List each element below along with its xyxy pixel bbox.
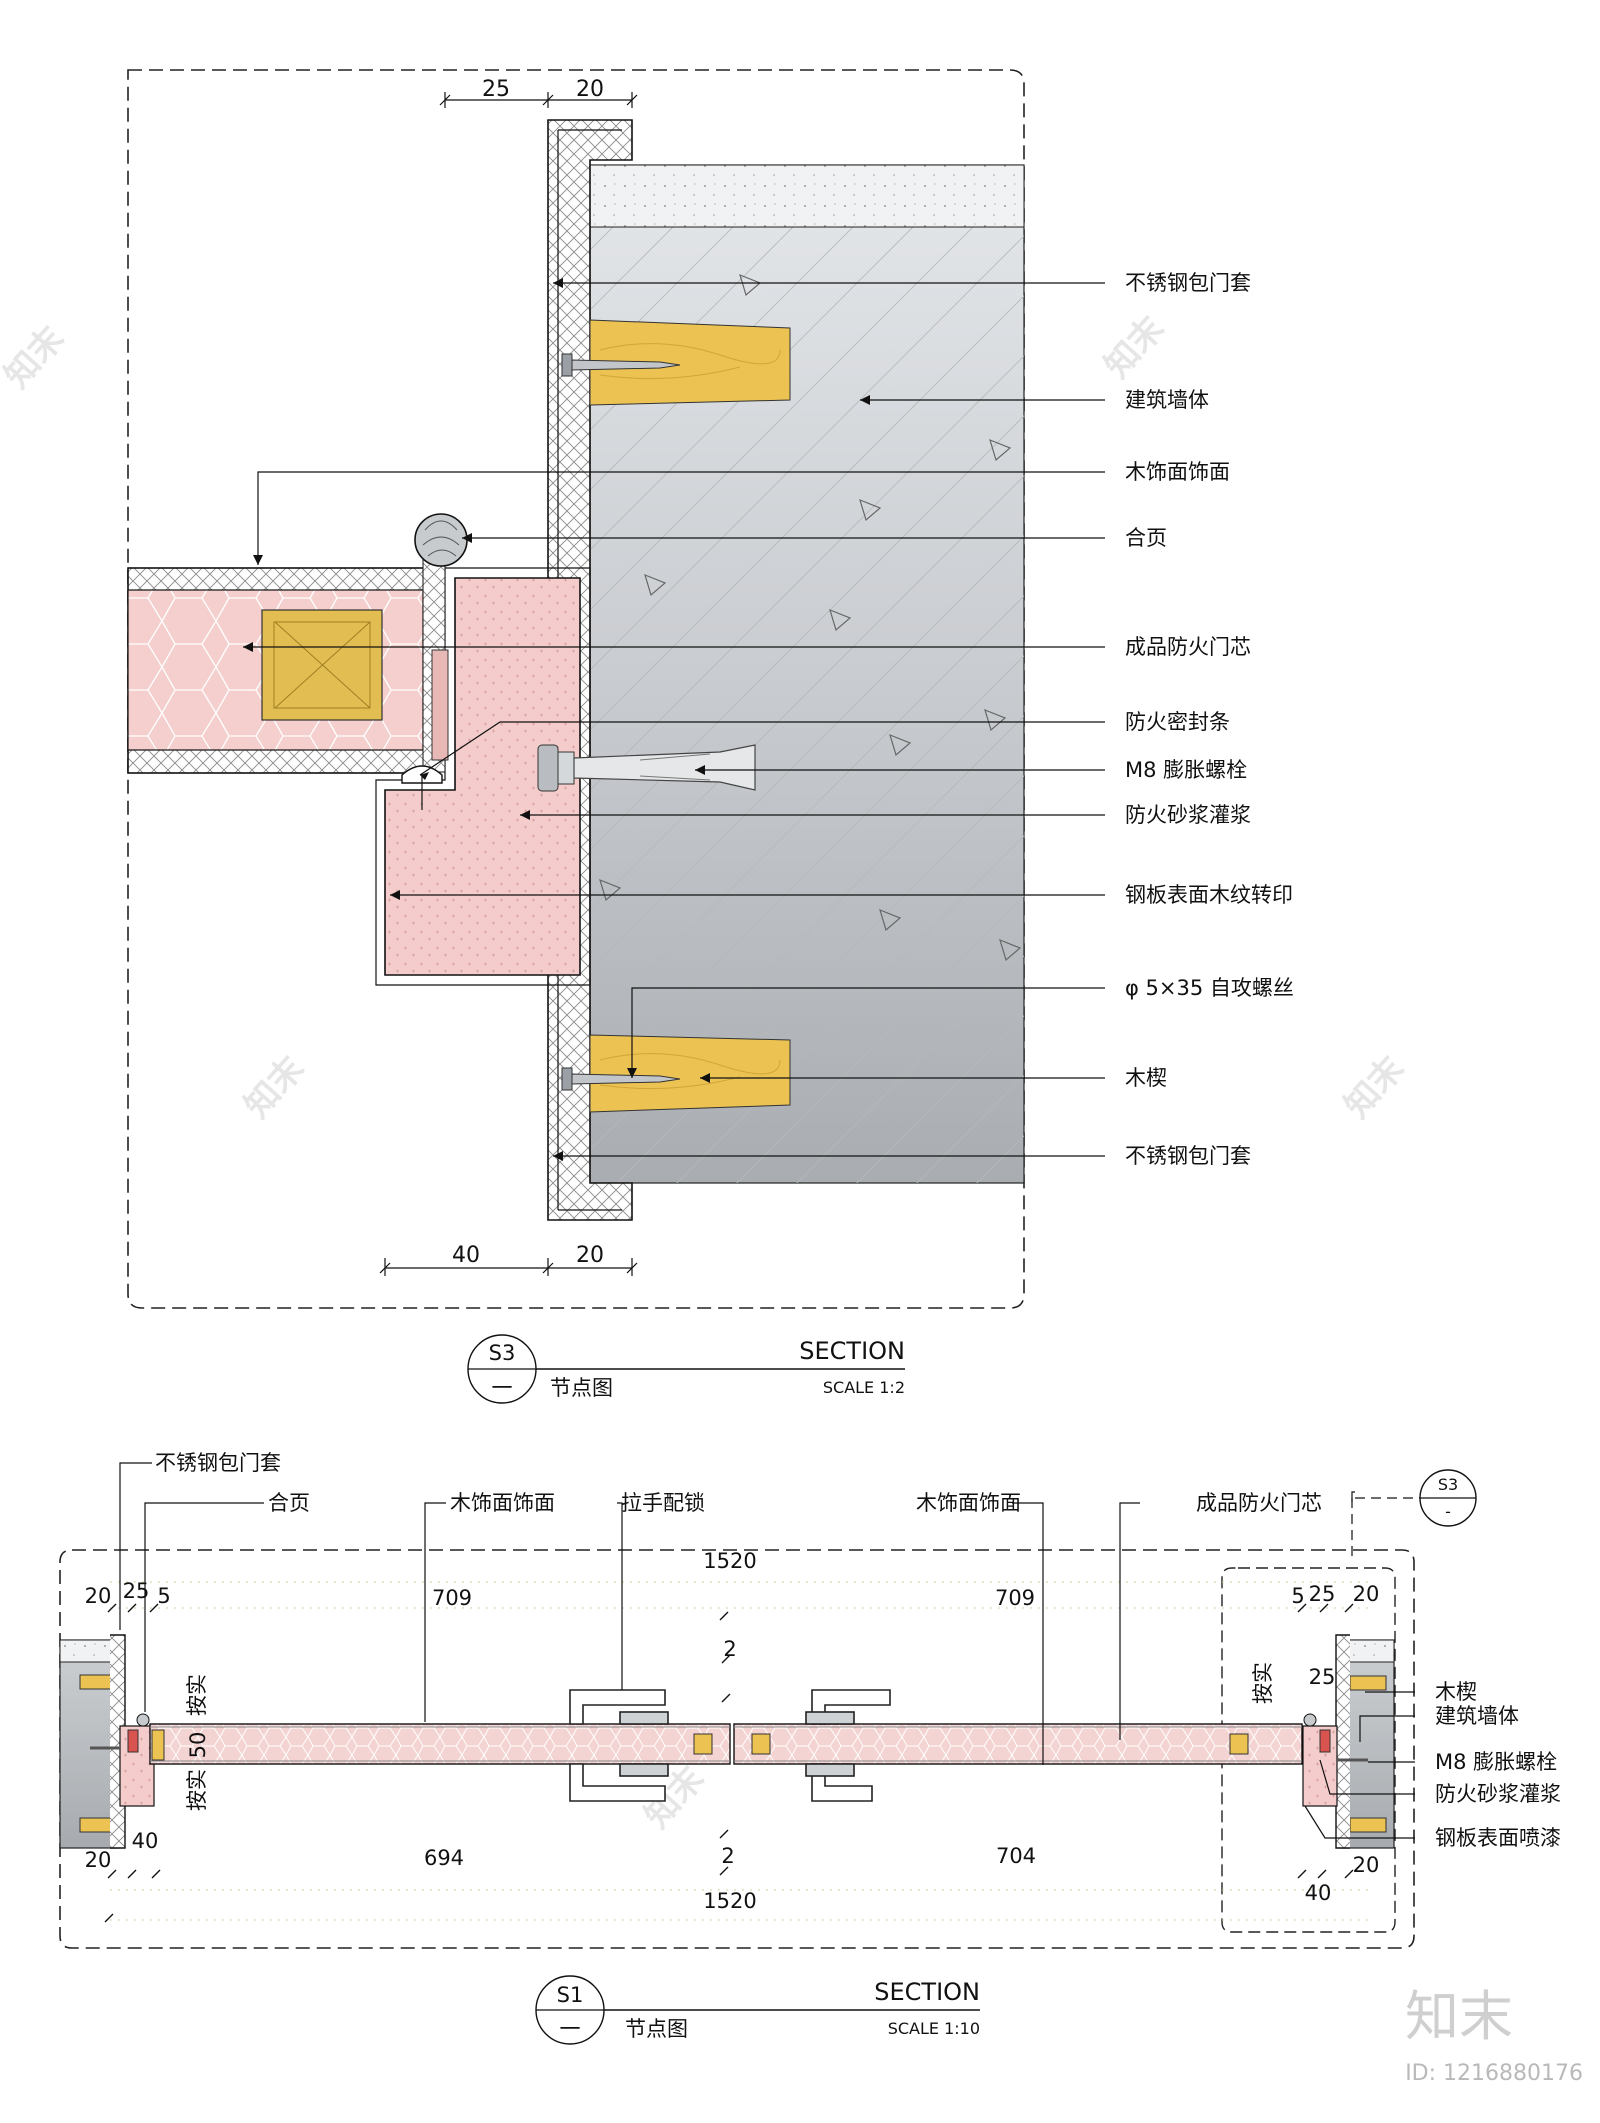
dimension-gap-bottom: 2 xyxy=(721,1844,734,1868)
label-building-wall: 建筑墙体 xyxy=(1125,388,1209,412)
wall-plaster-band xyxy=(589,164,1025,228)
side-text-as-built: 按实 xyxy=(1251,1662,1275,1704)
side-text-as-built: 按实 xyxy=(185,1674,209,1716)
top-section: 25 20 40 20 xyxy=(127,69,1294,1404)
image-id: ID: 1216880176 xyxy=(1405,2061,1583,2086)
dimension-20: 20 xyxy=(576,77,604,102)
dimension-gap-top: 2 xyxy=(723,1637,736,1661)
label-wood-veneer: 木饰面饰面 xyxy=(1125,460,1230,484)
dimension-right-inner-25: 25 xyxy=(1309,1665,1336,1689)
label-wood-veneer-right: 木饰面饰面 xyxy=(916,1491,1021,1515)
dimension-door-thickness: 50 xyxy=(186,1732,210,1759)
label-wood-wedge: 木楔 xyxy=(1435,1680,1477,1704)
lever-handle-lock xyxy=(569,1689,891,1802)
bottom-section: 不锈钢包门套 合页 木饰面饰面 拉手配锁 木饰面饰面 成品防火门芯 S3 - 木… xyxy=(59,1451,1561,2045)
dimension-left-frame-20: 20 xyxy=(85,1584,112,1608)
label-fire-mortar: 防火砂浆灌浆 xyxy=(1435,1782,1561,1806)
detail-frame xyxy=(127,69,1025,1309)
aggregate-marks xyxy=(599,273,1022,962)
self-tapping-screw xyxy=(561,353,681,377)
label-handle-lock: 拉手配锁 xyxy=(621,1491,705,1515)
dimension-20: 20 xyxy=(576,1243,604,1268)
section-scale: SCALE 1:10 xyxy=(888,2019,980,2038)
dimension-right-frame-25: 25 xyxy=(1309,1582,1336,1606)
section-title: SECTION xyxy=(799,1337,905,1365)
dimension-left-frame-5: 5 xyxy=(157,1584,170,1608)
watermark-text: 知末 xyxy=(0,319,72,396)
door-leaf-left xyxy=(149,1723,731,1765)
label-fire-mortar: 防火砂浆灌浆 xyxy=(1125,803,1251,827)
label-building-wall: 建筑墙体 xyxy=(1435,1704,1519,1728)
label-m8-bolt: M8 膨胀螺栓 xyxy=(1125,758,1247,782)
dimension-right-leaf-bottom: 704 xyxy=(996,1844,1036,1868)
brand-logo: 知末 xyxy=(1405,1985,1513,2048)
m8-expansion-bolt xyxy=(537,744,756,792)
building-wall-left xyxy=(59,1639,119,1849)
dimension-right-frame-20: 20 xyxy=(1353,1582,1380,1606)
dimension-left-bottom-40: 40 xyxy=(132,1829,159,1853)
wood-wedge xyxy=(589,319,791,406)
hinge xyxy=(414,513,468,773)
dimension-right-frame-5: 5 xyxy=(1291,1584,1304,1608)
leader-arrows xyxy=(243,278,870,1161)
section-tag-sub: 一 xyxy=(560,2017,581,2041)
label-steel-paint: 钢板表面喷漆 xyxy=(1435,1826,1561,1850)
dimension-left-bottom-20: 20 xyxy=(85,1848,112,1872)
top-dimensions xyxy=(379,92,638,1276)
label-wood-veneer-left: 木饰面饰面 xyxy=(450,1491,555,1515)
dimension-25: 25 xyxy=(482,77,510,102)
dimension-left-frame-25: 25 xyxy=(123,1579,150,1603)
s3-callout-frame xyxy=(1221,1567,1396,1933)
watermark-text: 知末 xyxy=(1337,1049,1412,1126)
ref-tag-code: S3 xyxy=(1438,1475,1458,1494)
plan-title-block: S1 一 SECTION 节点图 SCALE 1:10 xyxy=(535,1975,980,2045)
watermark-text: 知末 xyxy=(237,1049,312,1126)
stainless-casing-right xyxy=(1335,1634,1350,1849)
dimension-total-top: 1520 xyxy=(703,1549,756,1573)
label-hinge: 合页 xyxy=(268,1491,310,1515)
section-tag-sub: 一 xyxy=(492,1376,513,1400)
dimension-ticks xyxy=(104,1603,1354,1923)
section-tag-code: S3 xyxy=(489,1341,516,1365)
wood-wedge xyxy=(1349,1817,1387,1833)
leader-lines xyxy=(243,282,1105,1157)
label-hinge: 合页 xyxy=(1125,526,1167,550)
wood-wedge xyxy=(1349,1675,1387,1691)
dimension-right-bottom-40: 40 xyxy=(1305,1881,1332,1905)
section-name: 节点图 xyxy=(625,2017,688,2041)
dimension-right-bottom-20: 20 xyxy=(1353,1853,1380,1877)
section-tag-code: S1 xyxy=(557,1983,584,2007)
door-leaf-right xyxy=(733,1723,1303,1765)
section-scale: SCALE 1:2 xyxy=(823,1378,905,1397)
watermark-text: 知末 xyxy=(1097,309,1172,386)
section-name: 节点图 xyxy=(550,1376,613,1400)
dimension-left-leaf-top: 709 xyxy=(432,1586,472,1610)
label-self-tapping-screw: φ 5×35 自攻螺丝 xyxy=(1125,976,1294,1000)
plan-frame xyxy=(59,1549,1415,1949)
ref-tag-sub: - xyxy=(1445,1502,1451,1521)
building-wall-right xyxy=(1341,1639,1395,1849)
dimension-40: 40 xyxy=(452,1243,480,1268)
label-fire-door-core: 成品防火门芯 xyxy=(1125,635,1251,659)
label-fire-door-core: 成品防火门芯 xyxy=(1196,1491,1322,1515)
self-tapping-screw xyxy=(561,1067,681,1091)
fire-mortar-grout xyxy=(384,577,581,976)
label-stainless-casing: 不锈钢包门套 xyxy=(1125,271,1251,295)
section-title-block: S3 一 SECTION 节点图 SCALE 1:2 xyxy=(467,1334,905,1404)
label-m8-bolt: M8 膨胀螺栓 xyxy=(1435,1750,1557,1774)
dimension-left-leaf-bottom: 694 xyxy=(424,1846,464,1870)
plan-leaders xyxy=(119,1462,1415,1839)
label-fire-seal: 防火密封条 xyxy=(1125,710,1230,734)
dimension-total-bottom: 1520 xyxy=(703,1889,756,1913)
section-title: SECTION xyxy=(874,1978,980,2006)
label-wood-grain-transfer: 钢板表面木纹转印 xyxy=(1125,883,1293,907)
dimension-right-leaf-top: 709 xyxy=(995,1586,1035,1610)
label-stainless-casing-bottom: 不锈钢包门套 xyxy=(1125,1144,1251,1168)
label-wood-wedge: 木楔 xyxy=(1125,1066,1167,1090)
wall-hatch xyxy=(590,165,1024,1183)
label-stainless-casing: 不锈钢包门套 xyxy=(155,1451,281,1475)
side-text-as-built: 按实 xyxy=(185,1769,209,1811)
